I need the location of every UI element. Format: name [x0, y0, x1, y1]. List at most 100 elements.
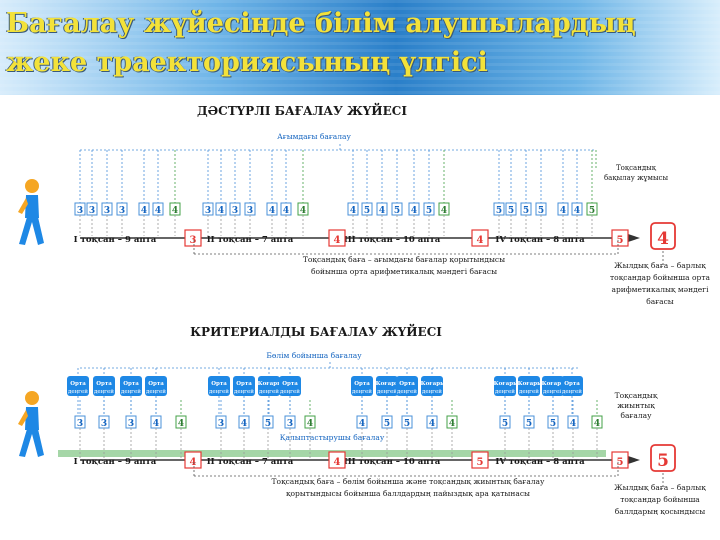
- grade-value: 4: [269, 206, 275, 216]
- quarter-label: I тоқсан – 9 апта: [74, 457, 157, 467]
- level-badge: [67, 376, 89, 396]
- grade-value: 5: [523, 206, 529, 216]
- quarter-grade-box: [328, 229, 346, 247]
- timeline-arrow: [628, 234, 640, 242]
- quarter-grade-value: 4: [477, 235, 484, 246]
- formative-label: Қалыптастырушы бағалау: [280, 433, 385, 442]
- grade-value: 5: [265, 419, 271, 429]
- grade-value: 5: [589, 206, 595, 216]
- year-grade-note: тоқсандар бойынша орта: [610, 273, 710, 282]
- quarter-grade-value: 5: [617, 235, 624, 246]
- grade-value: 4: [441, 206, 447, 216]
- grade-value: 3: [287, 419, 293, 429]
- level-badge-text: деңгей: [94, 389, 114, 395]
- grade-value: 4: [241, 419, 247, 429]
- quarter-label: IV тоқсан – 8 апта: [495, 457, 585, 467]
- level-badge-text: Жоғары: [373, 381, 401, 387]
- level-badge-text: Орта: [70, 381, 86, 387]
- year-grade-box: [650, 222, 676, 250]
- section-title: ДӘСТҮРЛІ БАҒАЛАУ ЖҮЙЕСІ: [197, 102, 407, 118]
- level-badge-text: Орта: [96, 381, 112, 387]
- quarter-grade-value: 4: [190, 457, 197, 468]
- year-grade-note: Жылдық баға – барлық: [614, 261, 706, 270]
- year-grade-note: арифметикалық мәндегі: [611, 285, 709, 294]
- level-badge-text: деңгей: [495, 389, 515, 395]
- level-badge: [494, 376, 516, 396]
- level-badge: [561, 376, 583, 396]
- quarter-label: III тоқсан – 10 апта: [344, 235, 441, 245]
- grade-value: 5: [496, 206, 502, 216]
- level-badge-text: Орта: [564, 381, 580, 387]
- quarter-grade-note: Тоқсандық баға – ағымдағы бағалар қорыты…: [303, 255, 505, 264]
- grade-value: 4: [560, 206, 566, 216]
- grade-value: 3: [232, 206, 238, 216]
- year-grade-note: Жылдық баға – барлық: [614, 483, 706, 492]
- grade-value: 4: [141, 206, 147, 216]
- level-badge-text: деңгей: [121, 389, 141, 395]
- quarter-grade-box: [184, 229, 202, 247]
- slide-title-line-2: жеке траекториясының үлгісі: [6, 47, 488, 78]
- current-assessment-label: Ағымдағы бағалау: [277, 132, 351, 141]
- level-badge: [421, 376, 443, 396]
- grade-value: 5: [384, 419, 390, 429]
- grade-value: 3: [119, 206, 125, 216]
- grade-value: 4: [307, 419, 313, 429]
- level-badge-text: Орта: [236, 381, 252, 387]
- grade-value: 5: [502, 419, 508, 429]
- year-grade-box: [650, 444, 676, 472]
- quarter-grade-box: [471, 229, 489, 247]
- level-badge-text: деңгей: [562, 389, 582, 395]
- summative-label: жиынтық: [617, 401, 655, 410]
- level-badge-text: деңгей: [209, 389, 229, 395]
- level-badge: [145, 376, 167, 396]
- quarter-label: I тоқсан – 9 апта: [74, 235, 157, 245]
- quarter-grade-note: бойынша орта арифметикалық мәндегі бағас…: [311, 267, 497, 276]
- year-grade-value: 5: [657, 451, 669, 471]
- grade-value: 5: [538, 206, 544, 216]
- level-badge-text: Орта: [399, 381, 415, 387]
- grade-value: 3: [247, 206, 253, 216]
- grade-value: 4: [350, 206, 356, 216]
- level-badge-text: Орта: [354, 381, 370, 387]
- grade-value: 3: [89, 206, 95, 216]
- level-badge-text: деңгей: [259, 389, 279, 395]
- grade-value: 4: [379, 206, 385, 216]
- walking-person-icon: [18, 179, 44, 245]
- quarter-grade-box: [184, 451, 202, 469]
- quarter-grade-value: 3: [190, 235, 197, 246]
- timeline-arrow: [628, 456, 640, 464]
- grade-value: 4: [178, 419, 184, 429]
- grade-value: 4: [411, 206, 417, 216]
- level-badge: [279, 376, 301, 396]
- level-badge: [376, 376, 398, 396]
- grade-value: 5: [508, 206, 514, 216]
- level-badge: [542, 376, 564, 396]
- grade-value: 5: [394, 206, 400, 216]
- grade-value: 4: [153, 419, 159, 429]
- level-badge: [233, 376, 255, 396]
- level-badge-text: деңгей: [234, 389, 254, 395]
- level-badge-text: Жоғары: [539, 381, 567, 387]
- grade-value: 4: [155, 206, 161, 216]
- quarter-grade-box: [611, 229, 629, 247]
- grade-value: 5: [364, 206, 370, 216]
- quarter-label: II тоқсан – 7 апта: [207, 457, 294, 467]
- grade-value: 4: [574, 206, 580, 216]
- level-badge-text: деңгей: [280, 389, 300, 395]
- quarter-grade-box: [328, 451, 346, 469]
- grade-value: 3: [104, 206, 110, 216]
- grade-value: 4: [172, 206, 178, 216]
- grade-value: 3: [128, 419, 134, 429]
- level-badge-text: Жоғары: [491, 381, 519, 387]
- section-assessment-label: Бөлім бойынша бағалау: [266, 351, 362, 360]
- level-badge-text: Жоғары: [515, 381, 543, 387]
- quarter-grade-note: Тоқсандық баға – бөлім бойынша және тоқс…: [272, 477, 545, 486]
- level-badge: [396, 376, 418, 396]
- walking-person-icon: [18, 391, 44, 457]
- level-badge-text: Орта: [282, 381, 298, 387]
- grade-value: 4: [359, 419, 365, 429]
- level-badge: [93, 376, 115, 396]
- grade-value: 5: [404, 419, 410, 429]
- level-badge: [120, 376, 142, 396]
- quarter-grade-note: қорытындысы бойынша баллдардың пайыздық …: [286, 489, 530, 498]
